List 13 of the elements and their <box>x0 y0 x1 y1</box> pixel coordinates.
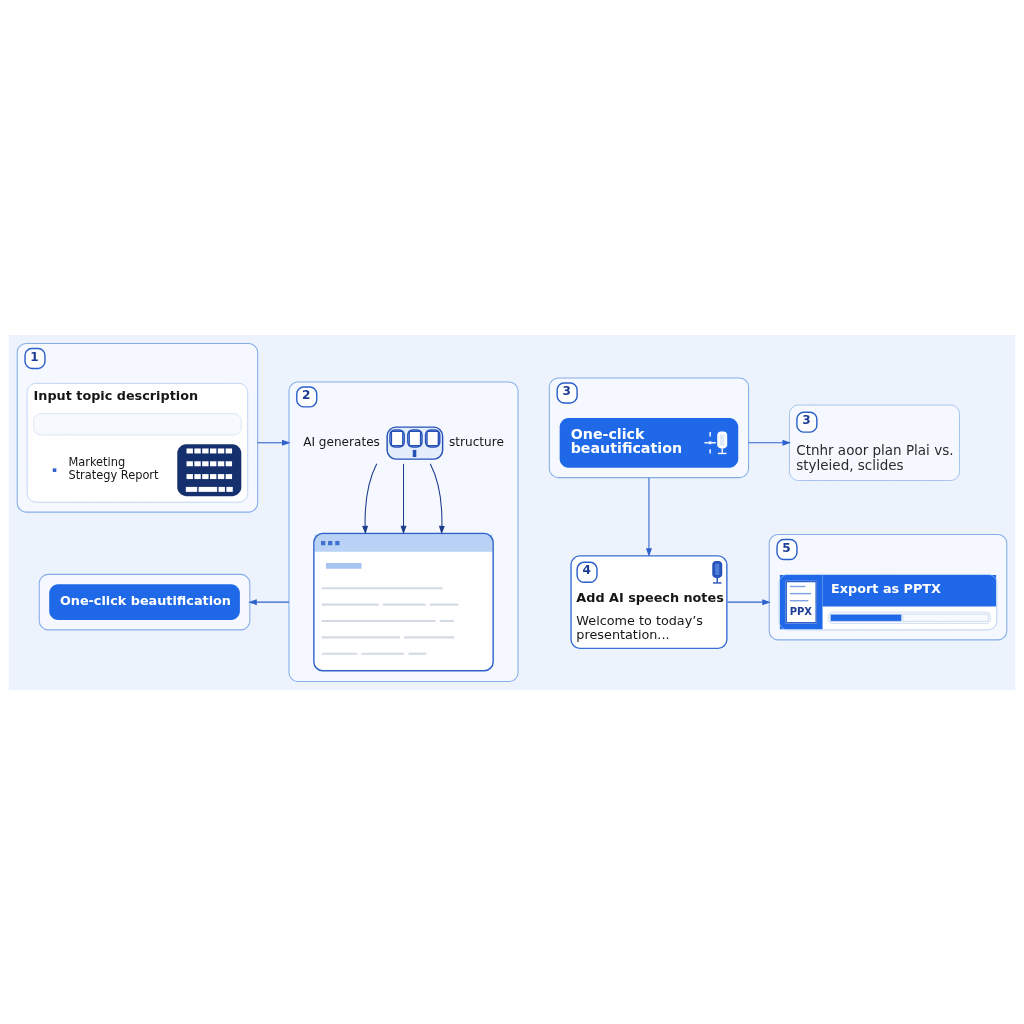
arrow <box>645 476 652 557</box>
arrow <box>748 439 792 446</box>
arrow <box>248 598 290 605</box>
arrow <box>727 598 771 605</box>
arrow <box>400 462 407 534</box>
cluster <box>38 573 251 630</box>
node-label: AI generates <box>303 434 380 449</box>
node-box: One-click beautification <box>559 417 739 468</box>
node-box: One-click beautification <box>49 583 240 620</box>
arrow <box>257 439 291 446</box>
arrow <box>362 462 378 534</box>
node-label: structure <box>449 434 504 449</box>
arrow <box>429 462 445 534</box>
